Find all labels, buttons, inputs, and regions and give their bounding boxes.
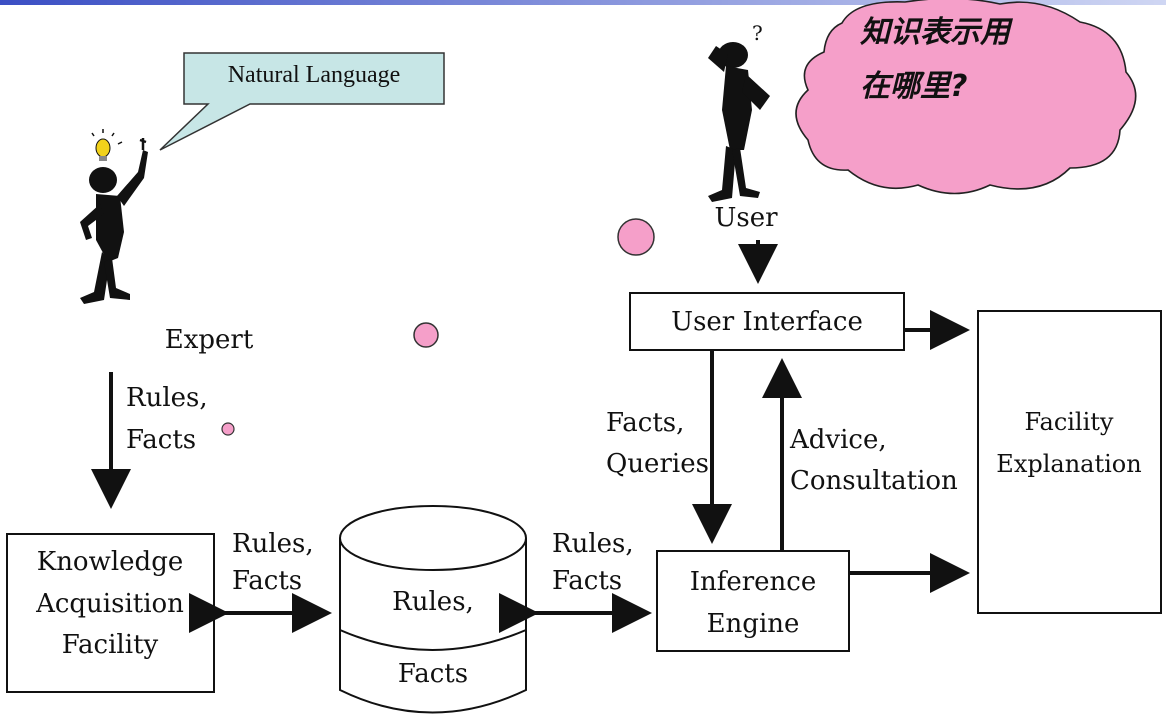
decorative-dot [221, 422, 235, 436]
ie-line-1: Inference [690, 567, 817, 597]
kaf-kb-label-1: Rules, [232, 529, 314, 559]
kb-ie-label-1: Rules, [552, 529, 634, 559]
expert-label: Expert [165, 325, 254, 355]
ui-label: User Interface [671, 307, 863, 337]
kaf-line-1: Knowledge [37, 547, 183, 577]
callout-text: Natural Language [228, 62, 401, 88]
explanation-line-1: Facility [1024, 408, 1113, 436]
kb-line-1: Rules, [392, 587, 474, 617]
kaf-kb-label-2: Facts [232, 566, 302, 596]
kaf-line-2: Acquisition [35, 589, 184, 619]
kb-line-2: Facts [398, 659, 468, 689]
kaf-line-3: Facility [62, 630, 159, 660]
user-interface-box [629, 292, 905, 351]
decorative-dot [617, 218, 655, 256]
explanation-facility-box [977, 310, 1162, 614]
knowledge-acquisition-box [6, 533, 215, 693]
kb-ie-label-2: Facts [552, 566, 622, 596]
user-label: User [714, 203, 778, 233]
explanation-line-2: Explanation [996, 450, 1141, 478]
expert-figure-icon [80, 129, 148, 304]
ui-ie-label-2: Queries [606, 449, 709, 479]
question-cloud: 知识表示用 在哪里? [795, 0, 1137, 195]
user-figure-icon: ? [708, 21, 770, 202]
ui-ie-label-1: Facts, [606, 408, 684, 438]
top-accent-bar [0, 0, 1166, 5]
cloud-line-1: 知识表示用 [860, 15, 1014, 50]
ie-ui-label-2: Consultation [790, 466, 958, 496]
inference-engine-box [656, 550, 850, 652]
knowledge-base-cylinder: Rules, Facts [339, 505, 527, 714]
svg-text:?: ? [752, 21, 763, 45]
expert-flow-label-2: Facts [126, 425, 196, 455]
ie-line-2: Engine [707, 609, 800, 639]
expert-flow-label-1: Rules, [126, 383, 208, 413]
ie-ui-label-1: Advice, [789, 425, 887, 455]
natural-language-callout: Natural Language [159, 52, 445, 151]
cloud-line-2: 在哪里? [860, 69, 967, 104]
decorative-dot [413, 322, 439, 348]
